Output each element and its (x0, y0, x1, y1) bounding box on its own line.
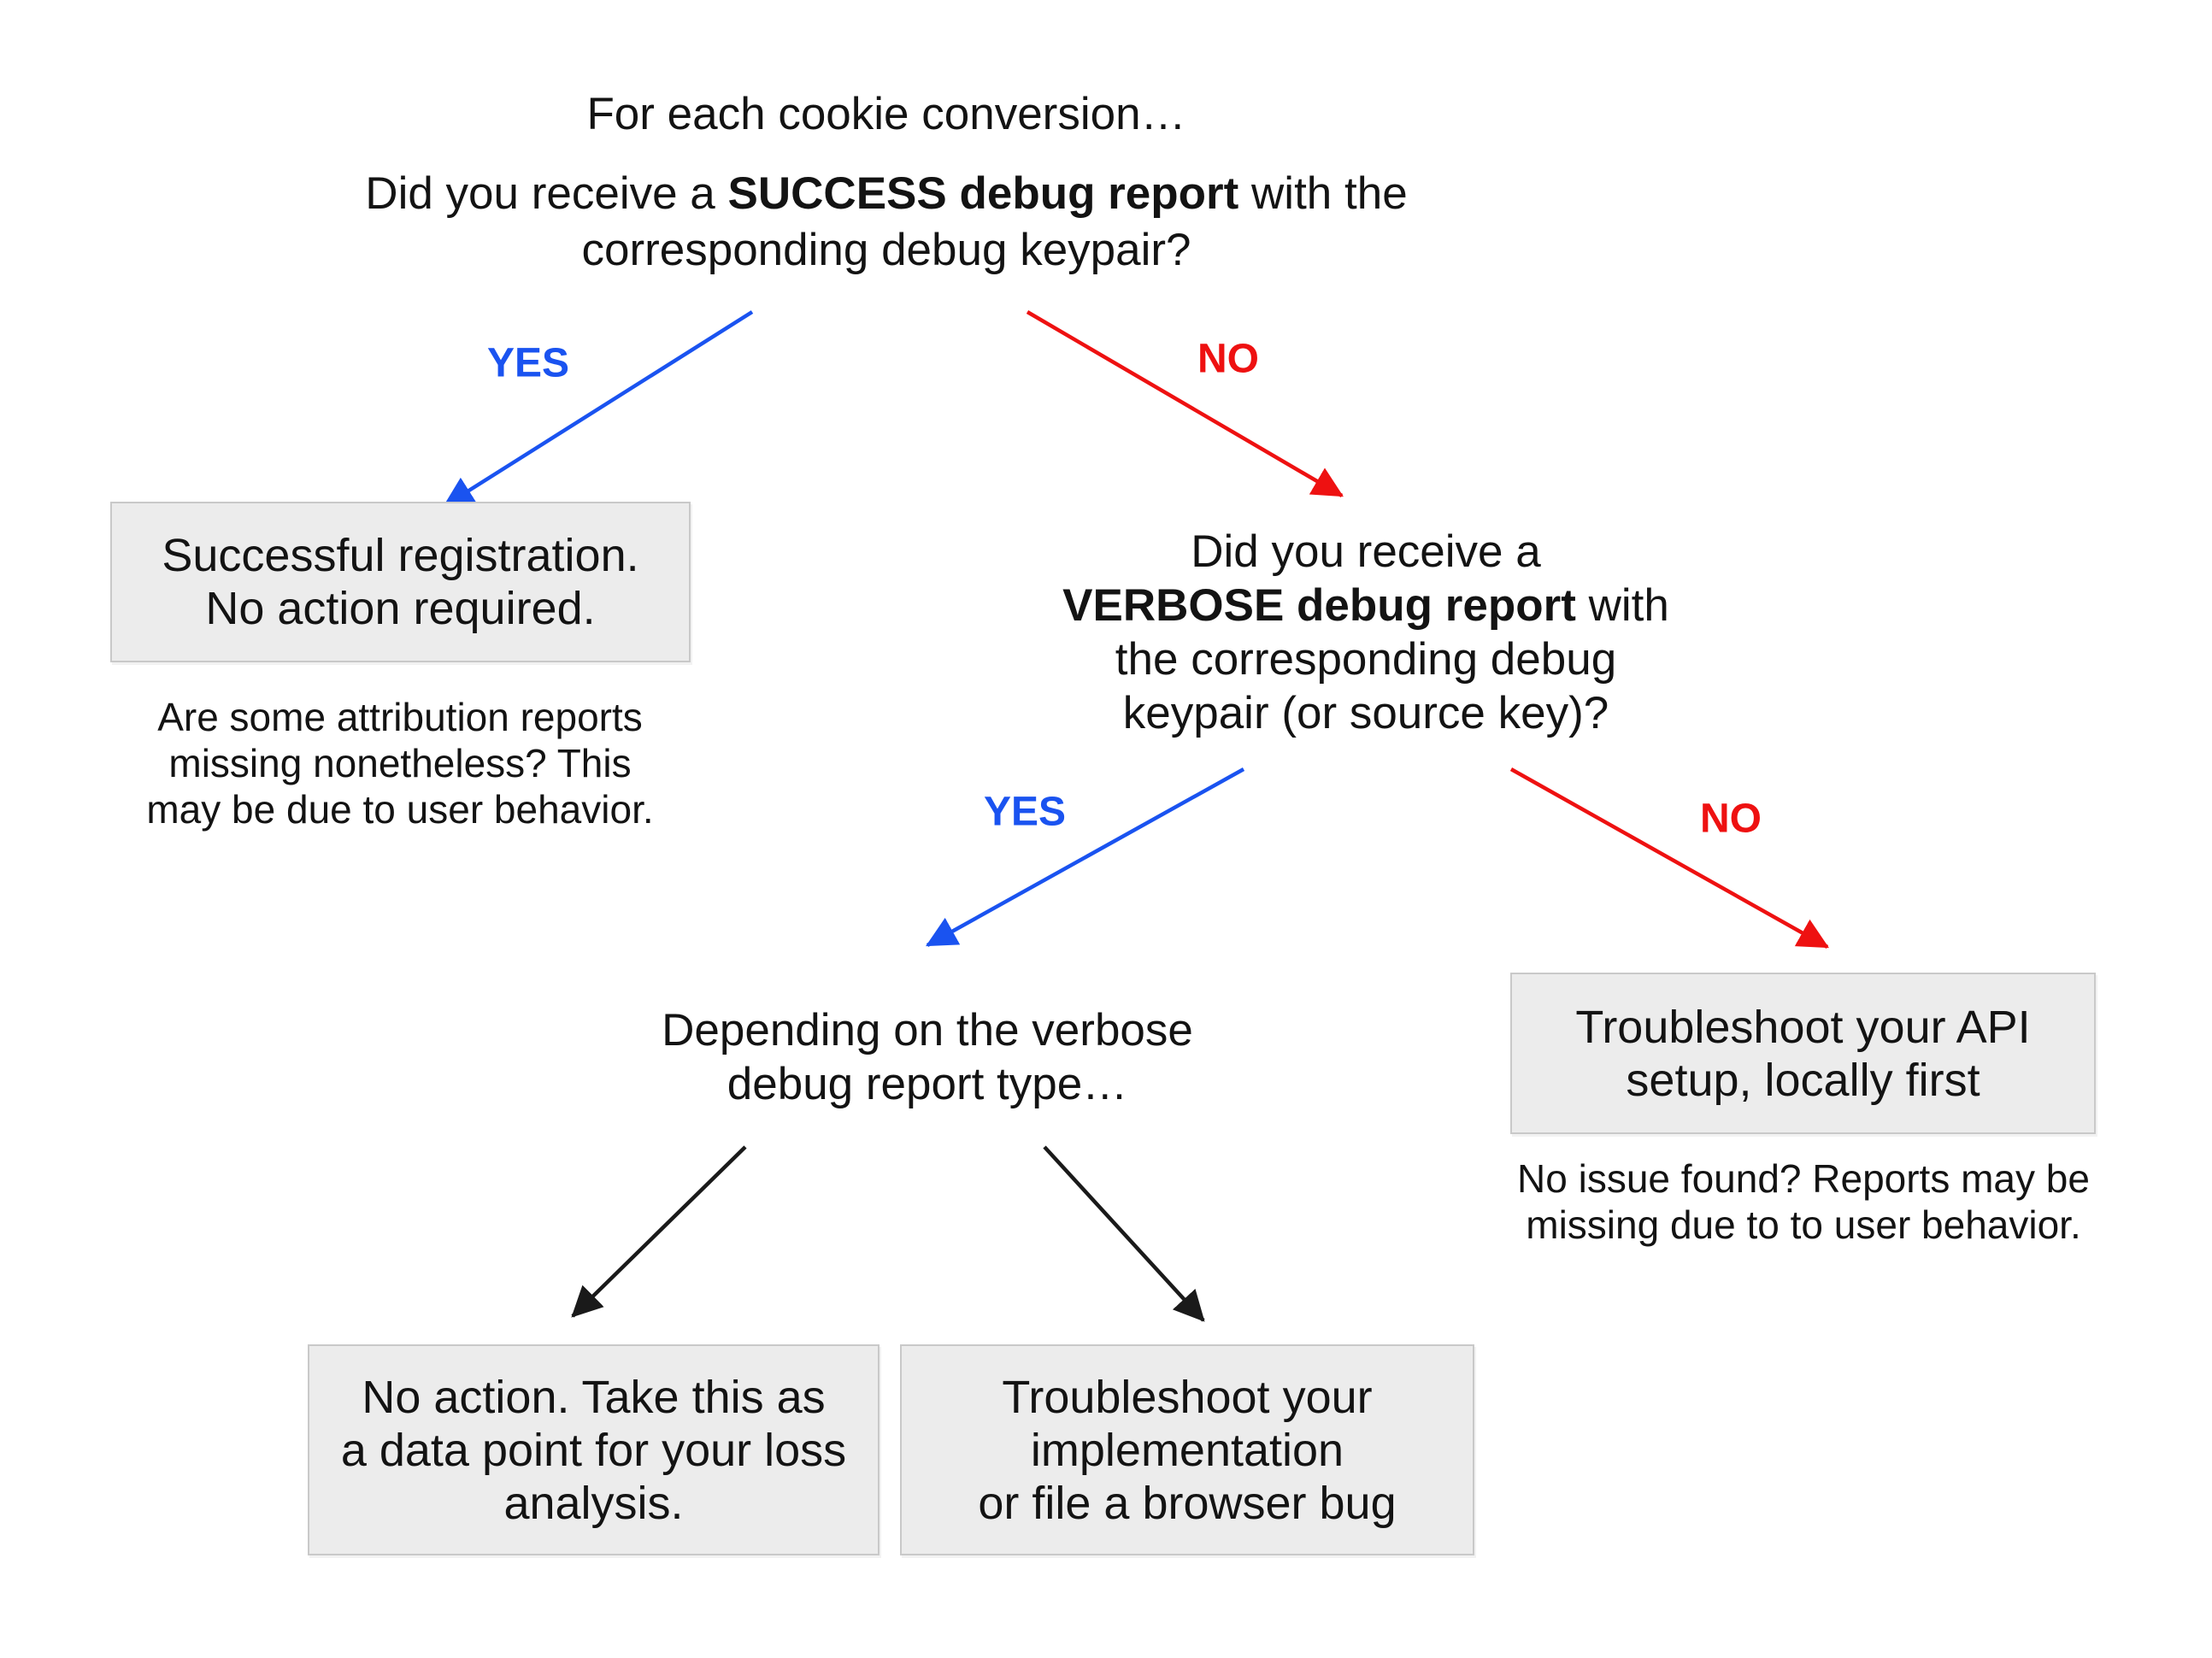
verbose-type-right-arrow (1043, 1145, 1205, 1322)
yes-edge-label-success: YES (486, 340, 570, 386)
question-line: VERBOSE debug report with (1062, 579, 1669, 632)
result-line: setup, locally first (1626, 1054, 1980, 1106)
note-attribution-reports: Are some attribution reports missing non… (146, 694, 653, 832)
question-text-plain: Did you receive a (365, 168, 728, 219)
result-line: analysis. (503, 1477, 684, 1529)
result-line: Successful registration. (162, 530, 639, 581)
note-line: No issue found? Reports may be (1517, 1156, 2090, 1201)
result-line: No action. Take this as (362, 1371, 826, 1423)
question-text-bold: VERBOSE debug report (1062, 580, 1576, 631)
success-report-question: Did you receive a SUCCESS debug report w… (365, 166, 1407, 279)
result-line: No action required. (205, 583, 596, 634)
verbose-type-step: Depending on the verbose debug report ty… (662, 1003, 1193, 1111)
result-line: implementation (1030, 1424, 1344, 1476)
result-line: Troubleshoot your (1002, 1371, 1373, 1423)
no-edge-label-success: NO (1197, 336, 1259, 382)
question-line: Did you receive a (1191, 526, 1541, 577)
question-line: the corresponding debug (1115, 634, 1617, 685)
result-line: Troubleshoot your API (1575, 1001, 2031, 1053)
question-text-plain: with (1575, 580, 1669, 631)
no-arrow-success (1026, 310, 1344, 497)
question-line: Did you receive a SUCCESS debug report w… (365, 166, 1407, 222)
question-text-bold: SUCCESS debug report (727, 168, 1239, 219)
result-line: a data point for your loss (340, 1424, 847, 1476)
verbose-report-question: Did you receive a VERBOSE debug report w… (1062, 525, 1669, 740)
question-line: corresponding debug keypair? (581, 225, 1191, 275)
question-line: keypair (or source key)? (1122, 688, 1609, 738)
intro-text: For each cookie conversion… (586, 89, 1186, 139)
yes-edge-label-verbose: YES (983, 789, 1067, 835)
result-box-successful-registration: Successful registration. No action requi… (110, 502, 691, 662)
result-box-troubleshoot-api: Troubleshoot your API setup, locally fir… (1510, 973, 2096, 1134)
result-box-troubleshoot-implementation: Troubleshoot your implementation or file… (900, 1344, 1474, 1555)
note-line: missing nonetheless? This (168, 741, 632, 785)
result-line: or file a browser bug (978, 1477, 1397, 1529)
verbose-type-left-arrow (571, 1145, 747, 1318)
question-text-plain: with the (1238, 168, 1408, 219)
step-line: Depending on the verbose (662, 1005, 1193, 1055)
yes-arrow-verbose (926, 767, 1245, 947)
no-edge-label-verbose: NO (1700, 796, 1762, 842)
note-line: may be due to user behavior. (146, 787, 654, 832)
no-arrow-verbose (1509, 767, 1829, 949)
step-line: debug report type… (727, 1059, 1128, 1109)
note-no-issue-found: No issue found? Reports may be missing d… (1517, 1155, 2090, 1248)
yes-arrow-success (443, 310, 754, 508)
result-box-no-action: No action. Take this as a data point for… (308, 1344, 880, 1555)
note-line: Are some attribution reports (157, 695, 643, 739)
note-line: missing due to to user behavior. (1526, 1202, 2081, 1247)
